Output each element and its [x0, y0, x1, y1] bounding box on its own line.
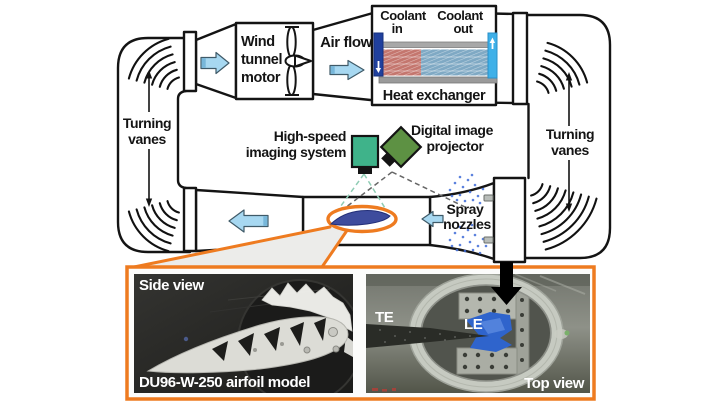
coolant-in-label-line2: in — [392, 21, 403, 36]
flange-bottom-right — [492, 176, 527, 264]
gravity-down-arrow-icon — [491, 262, 522, 305]
digital-projector-icon — [379, 125, 423, 169]
flange-top-right — [511, 11, 529, 106]
le-label: LE — [464, 316, 483, 333]
coolant-in-down-arrow-icon — [375, 61, 381, 73]
spray-nozzles: Spray nozzles — [421, 173, 494, 255]
turning-vanes-left-label-line1: Turning — [123, 115, 171, 131]
heat-exchanger-label: Heat exchanger — [383, 88, 486, 104]
airfoil-callout — [132, 204, 398, 269]
coolant-in-pipe — [373, 32, 384, 77]
ice-accretion — [261, 282, 353, 332]
callout-line-right — [320, 227, 350, 269]
airfoil-cutouts — [212, 318, 326, 361]
photo-inset: Side view DU96-W-250 airfoil model — [125, 262, 596, 401]
side-view-label: Side view — [139, 277, 204, 294]
side-view-photo — [134, 274, 353, 393]
nozzle-top-icon — [483, 194, 494, 202]
turning-vanes-right-label-line2: vanes — [551, 142, 589, 158]
top-view-label: Top view — [524, 375, 585, 392]
turning-vanes-top-right-icon — [536, 41, 589, 94]
turning-vanes-right-label-line1: Turning — [546, 126, 594, 142]
hx-top-plate — [382, 41, 489, 48]
right-return-duct: Turning vanes — [520, 13, 612, 260]
turning-vanes-bottom-left-icon — [127, 200, 180, 253]
projector-beam-right — [391, 171, 466, 208]
camera-beam-left — [337, 173, 365, 211]
spray-flow-arrow-icon — [421, 210, 444, 228]
flow-arrow-shade — [330, 66, 335, 74]
airfoil-top-view — [366, 324, 489, 348]
up-arrowhead-icon — [145, 70, 153, 79]
turning-vanes-top-left-icon — [127, 37, 180, 90]
projector-beam-left — [340, 171, 393, 212]
return-flow-arrow-icon — [228, 209, 269, 233]
airfoil-model-label: DU96-W-250 airfoil model — [139, 374, 310, 391]
coolant-out-label-line1: Coolant — [437, 8, 484, 23]
down-arrowhead-icon — [145, 198, 153, 207]
spray-label-line1: Spray — [447, 201, 485, 217]
air-flow-label: Air flow — [320, 34, 373, 51]
high-speed-camera-icon — [350, 134, 380, 174]
flange-top-left — [182, 30, 198, 93]
coolant-out-up-arrow-icon — [489, 37, 495, 49]
nozzle-bottom-icon — [483, 236, 494, 244]
motor-label-line3: motor — [241, 70, 281, 86]
spray-droplets-bottom — [448, 223, 488, 255]
turning-vanes-left-label-line2: vanes — [128, 131, 166, 147]
photo-markings — [372, 388, 396, 392]
hx-bottom-plate — [378, 76, 498, 84]
coolant-out-pipe — [487, 32, 498, 79]
camera-beam-right — [363, 173, 386, 209]
callout-line-left — [132, 225, 332, 269]
imaging-label-line1: High-speed — [274, 128, 346, 144]
te-label: TE — [375, 309, 394, 326]
hx-coil-texture — [379, 49, 490, 76]
coolant-out-label-line2: out — [453, 21, 473, 36]
motor-label-line2: tunnel — [241, 52, 282, 68]
air-flow-arrow-icon — [329, 59, 365, 81]
imaging-label-line2: imaging system — [246, 144, 346, 160]
projector-label-line2: projector — [426, 138, 484, 154]
imaging-setup: High-speed imaging system Digital image … — [246, 122, 494, 212]
flange-bottom-left — [182, 186, 198, 253]
heat-exchanger-box: Coolant in Coolant out Heat exchanger — [370, 4, 498, 107]
projector-label-line1: Digital image — [411, 122, 494, 138]
up-arrowhead-icon — [565, 72, 573, 81]
airfoil-speckle — [379, 329, 471, 343]
spray-label-line2: nozzles — [443, 216, 491, 232]
top-view-photo — [366, 274, 590, 393]
flow-arrow-right-icon — [200, 51, 230, 75]
down-arrowhead-icon — [565, 203, 573, 212]
turning-vanes-bottom-right-icon — [530, 183, 598, 251]
motor-label-line1: Wind — [241, 34, 275, 50]
spray-droplets-top — [448, 173, 488, 205]
coolant-in-label-line1: Coolant — [380, 8, 427, 23]
flow-arrow-shade — [201, 58, 206, 68]
left-return-duct: Turning vanes — [116, 36, 192, 254]
flow-arrow-shade — [263, 216, 268, 226]
fixture-block-bottom — [456, 347, 518, 375]
airfoil-schematic — [329, 210, 391, 226]
fan-icon — [284, 26, 312, 96]
